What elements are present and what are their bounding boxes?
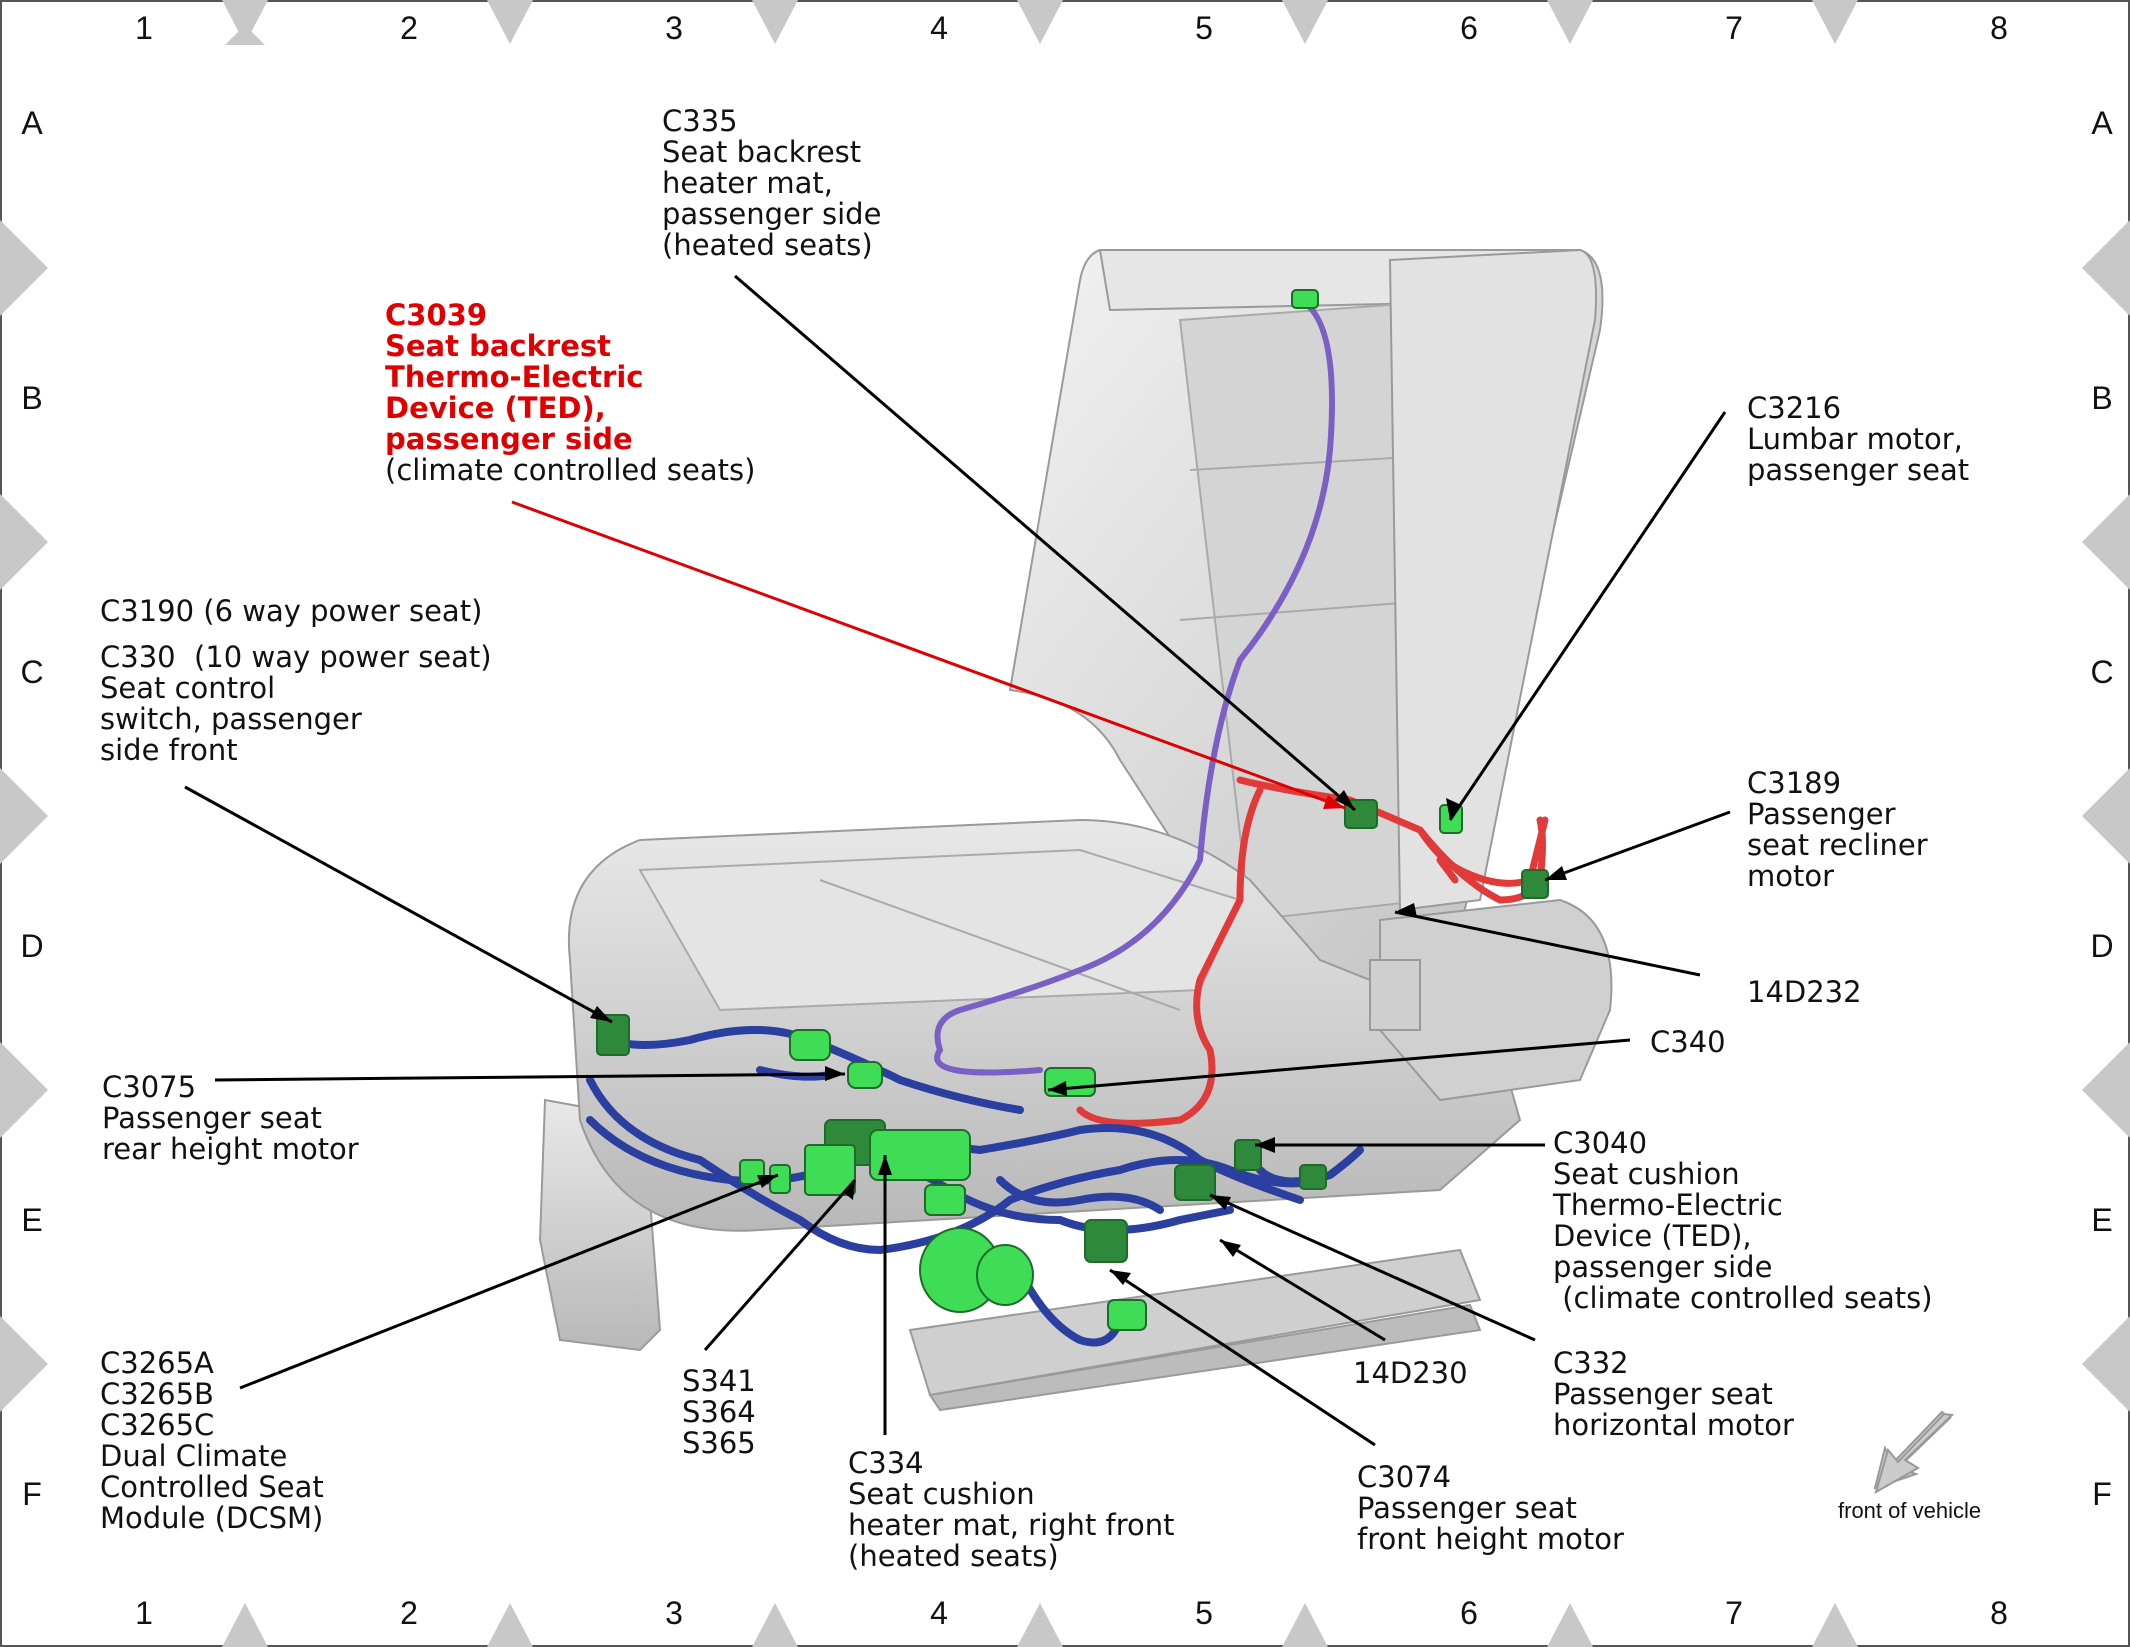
grid-row-f-right: F — [2092, 1476, 2112, 1512]
right-diamond-column — [2082, 220, 2130, 1412]
callout-c335-desc: Seat backrest heater mat, passenger side… — [662, 135, 882, 262]
callout-c3189: C3189 Passenger seat recliner motor — [1747, 768, 1928, 892]
callout-c330-desc: Seat control switch, passenger side fron… — [100, 671, 362, 767]
grid-row-e-right: E — [2091, 1202, 2113, 1238]
callout-c3075-code: C3075 — [102, 1070, 197, 1104]
grid-row-c-left: C — [20, 654, 44, 690]
callout-c3189-code: C3189 — [1747, 766, 1842, 800]
grid-row-a-right: A — [2091, 105, 2113, 141]
callout-c3075: C3075 Passenger seat rear height motor — [102, 1072, 359, 1165]
callout-c3039-code: C3039 — [385, 298, 487, 332]
grid-row-d-right: D — [2090, 928, 2114, 964]
callout-c3039-note: (climate controlled seats) — [385, 453, 756, 487]
callout-c3216-code: C3216 — [1747, 391, 1842, 425]
grid-row-a-left: A — [21, 105, 43, 141]
grid-row-b-left: B — [21, 380, 43, 416]
grid-col-3-bottom: 3 — [665, 1595, 683, 1631]
callout-c3216: C3216 Lumbar motor, passenger seat — [1747, 393, 1969, 486]
callout-c3265-desc: Dual Climate Controlled Seat Module (DCS… — [100, 1439, 324, 1535]
front-of-vehicle-arrow — [1873, 1410, 1955, 1495]
grid-row-e-left: E — [21, 1202, 43, 1238]
grid-col-6-bottom: 6 — [1460, 1595, 1478, 1631]
callout-c334-code: C334 — [848, 1446, 924, 1480]
grid-col-8-top: 8 — [1990, 10, 2008, 46]
callout-c3265-code: C3265A C3265B C3265C — [100, 1346, 215, 1442]
grid-col-2-bottom: 2 — [400, 1595, 418, 1631]
callout-c3074: C3074 Passenger seat front height motor — [1357, 1462, 1624, 1555]
callout-c340: C340 — [1650, 1025, 1726, 1059]
callout-14d232: 14D232 — [1747, 975, 1862, 1009]
grid-col-6-top: 6 — [1460, 10, 1478, 46]
leader-line-c3039 — [511, 500, 1346, 810]
callout-c332-desc: Passenger seat horizontal motor — [1553, 1377, 1794, 1442]
callout-c3040-code: C3040 — [1553, 1126, 1648, 1160]
callout-c335-code: C335 — [662, 104, 738, 138]
grid-col-1-top: 1 — [135, 10, 153, 46]
harness-purple — [934, 297, 1335, 1076]
grid-row-b-right: B — [2091, 380, 2113, 416]
callout-c330: C330 (10 way power seat) Seat control sw… — [100, 642, 492, 766]
grid-col-5-bottom: 5 — [1195, 1595, 1213, 1631]
callout-c3039-desc: Seat backrest Thermo-Electric Device (TE… — [385, 329, 644, 456]
callout-c330-text: C330 (10 way power seat) — [100, 640, 492, 674]
callout-c334: C334 Seat cushion heater mat, right fron… — [848, 1448, 1175, 1572]
callout-c332-code: C332 — [1553, 1346, 1629, 1380]
grid-col-7-top: 7 — [1725, 10, 1743, 46]
callout-s341: S341 S364 S365 — [682, 1364, 756, 1460]
grid-col-3-top: 3 — [665, 10, 683, 46]
front-of-vehicle-label: front of vehicle — [1838, 1498, 1982, 1523]
callout-c3074-desc: Passenger seat front height motor — [1357, 1491, 1624, 1556]
top-diamond-row — [222, 0, 1858, 44]
grid-col-1-bottom: 1 — [135, 1595, 153, 1631]
callout-c335: C335 Seat backrest heater mat, passenger… — [662, 106, 881, 261]
grid-col-8-bottom: 8 — [1990, 1595, 2008, 1631]
callout-c334-desc: Seat cushion heater mat, right front (he… — [848, 1477, 1175, 1573]
grid-col-5-top: 5 — [1195, 10, 1213, 46]
callout-c3189-desc: Passenger seat recliner motor — [1747, 797, 1928, 893]
callout-c3074-code: C3074 — [1357, 1460, 1452, 1494]
left-diamond-column — [0, 220, 48, 1412]
leader-arrowheads — [590, 790, 1567, 1285]
callout-14d230: 14D230 — [1353, 1356, 1468, 1390]
callout-c3040-desc: Seat cushion Thermo-Electric Device (TED… — [1553, 1157, 1933, 1315]
callout-c3039: C3039 Seat backrest Thermo-Electric Devi… — [385, 300, 755, 486]
callout-c3190: C3190 (6 way power seat) — [100, 594, 483, 628]
callout-c3040: C3040 Seat cushion Thermo-Electric Devic… — [1553, 1128, 1933, 1314]
grid-col-4-bottom: 4 — [930, 1595, 948, 1631]
grid-col-7-bottom: 7 — [1725, 1595, 1743, 1631]
callout-c3216-desc: Lumbar motor, passenger seat — [1747, 422, 1970, 487]
grid-row-c-right: C — [2090, 654, 2114, 690]
bottom-diamond-row — [222, 1603, 1858, 1647]
callout-c332: C332 Passenger seat horizontal motor — [1553, 1348, 1794, 1441]
callout-c3265: C3265A C3265B C3265C Dual Climate Contro… — [100, 1348, 324, 1534]
leader-lines — [184, 274, 1731, 1447]
grid-col-4-top: 4 — [930, 10, 948, 46]
leader-arrowhead-c3039 — [1323, 795, 1345, 809]
grid-row-d-left: D — [20, 928, 44, 964]
grid-row-f-left: F — [22, 1476, 42, 1512]
callout-c3075-desc: Passenger seat rear height motor — [102, 1101, 359, 1166]
grid-col-2-top: 2 — [400, 10, 418, 46]
